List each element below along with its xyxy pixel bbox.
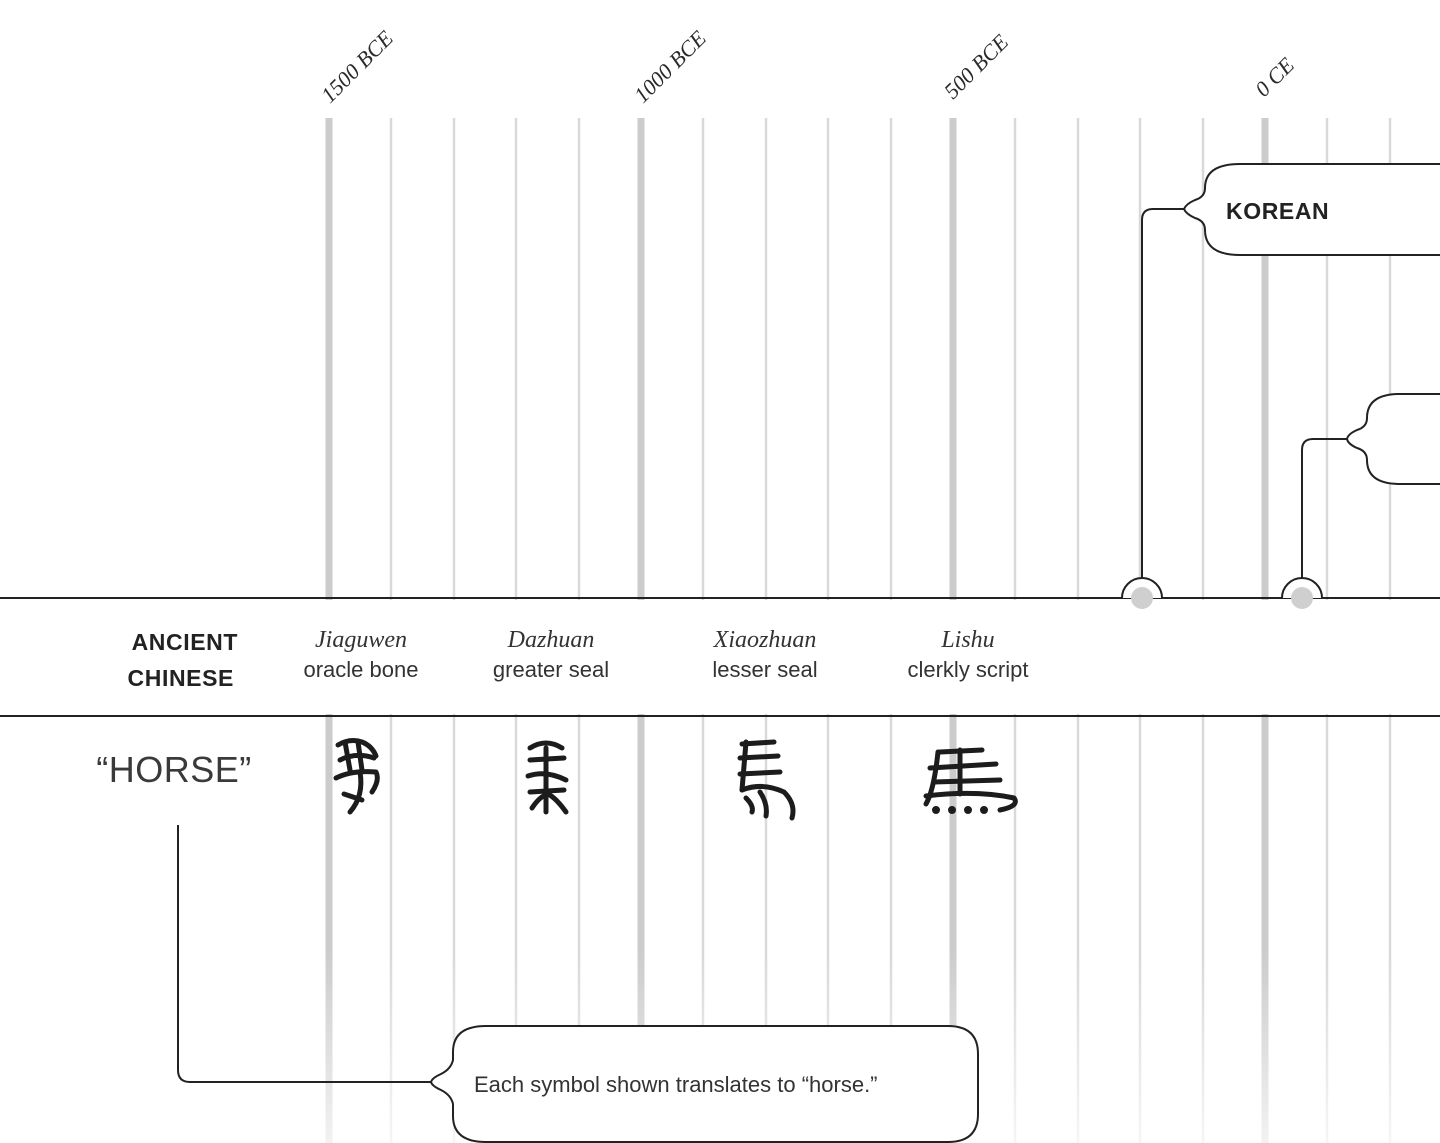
- branch-second-connector: [1301, 438, 1347, 598]
- branch-second-node: [1291, 587, 1313, 609]
- glyph-jiaguwen: [333, 738, 380, 815]
- glyph-dazhuan: [525, 740, 569, 815]
- script-dazhuan: Dazhuan greater seal: [493, 627, 609, 682]
- script-desc-lishu: clerkly script: [907, 657, 1028, 682]
- ancient-chinese-title: ANCIENT CHINESE: [128, 629, 238, 691]
- script-name-jiaguwen: Jiaguwen: [315, 627, 407, 653]
- script-name-dazhuan: Dazhuan: [507, 627, 595, 653]
- glyph-lishu: [923, 747, 1018, 814]
- script-desc-xiaozhuan: lesser seal: [712, 657, 817, 682]
- branch-korean-connector: [1141, 208, 1184, 598]
- branch-korean-label: KOREAN: [1226, 198, 1329, 224]
- script-desc-dazhuan: greater seal: [493, 657, 609, 682]
- script-name-xiaozhuan: Xiaozhuan: [713, 627, 817, 653]
- era-label-500bce: 500 BCE: [939, 29, 1014, 104]
- callout-box: [429, 1025, 979, 1143]
- era-labels: 1500 BCE 1000 BCE 500 BCE 0 CE: [316, 25, 1300, 107]
- script-xiaozhuan: Xiaozhuan lesser seal: [712, 627, 817, 682]
- ancient-chinese-title-line2: CHINESE: [128, 665, 234, 691]
- script-name-lishu: Lishu: [940, 627, 994, 653]
- branch-korean-box: [1182, 163, 1440, 256]
- branch-korean: KOREAN: [1121, 163, 1440, 609]
- script-desc-jiaguwen: oracle bone: [304, 657, 419, 682]
- callout: Each symbol shown translates to “horse.”: [177, 825, 979, 1143]
- callout-connector: [177, 825, 431, 1083]
- era-label-1000bce: 1000 BCE: [629, 25, 711, 107]
- branch-korean-node: [1131, 587, 1153, 609]
- branch-second: [1281, 393, 1440, 609]
- era-label-1500bce: 1500 BCE: [316, 25, 398, 107]
- ancient-chinese-title-line1: ANCIENT: [132, 629, 238, 655]
- ancient-chinese-band: [0, 600, 1440, 714]
- glyph-xiaozhuan: [737, 739, 796, 821]
- callout-text: Each symbol shown translates to “horse.”: [474, 1072, 878, 1097]
- script-jiaguwen: Jiaguwen oracle bone: [304, 627, 419, 682]
- branch-second-box: [1345, 393, 1440, 485]
- word-horse-label: “HORSE”: [96, 749, 252, 790]
- script-lishu: Lishu clerkly script: [907, 627, 1028, 682]
- era-label-0ce: 0 CE: [1250, 52, 1300, 102]
